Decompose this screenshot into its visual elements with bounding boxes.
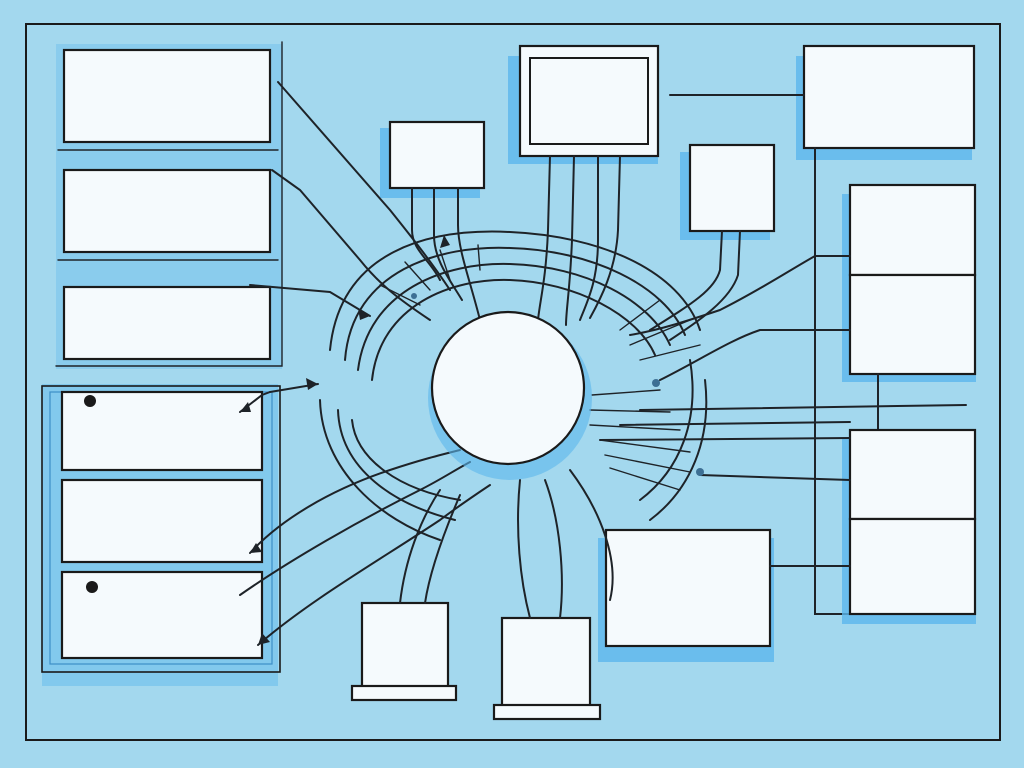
arrow-icon (358, 308, 370, 320)
bullet-dot-icon (86, 581, 98, 593)
left-group-top (55, 41, 283, 369)
arrow-icon (258, 633, 270, 645)
arrow-icon (250, 543, 262, 553)
arrow-icon (306, 378, 318, 390)
arrow-heads (240, 235, 704, 645)
left-box-5 (60, 478, 264, 564)
right-box-c (848, 428, 977, 521)
hub-circle (430, 310, 586, 466)
top-small-box (388, 120, 486, 190)
bullet-dot-icon (84, 395, 96, 407)
hub-wiring (239, 81, 967, 646)
left-box-2 (62, 168, 272, 254)
right-column (669, 44, 977, 624)
bottom-right-box (604, 528, 772, 648)
right-top-box (802, 44, 976, 150)
left-box-3 (62, 285, 272, 361)
arrow-icon (240, 402, 251, 412)
mid-right-small-box (688, 143, 776, 233)
monitor-screen (529, 57, 649, 145)
left-box-4 (60, 390, 264, 472)
right-box-a (848, 183, 977, 277)
bottom-boxes (350, 528, 851, 721)
right-box-b (848, 273, 977, 376)
bottom-mid-device (500, 616, 592, 708)
bottom-left-device (360, 601, 450, 689)
central-hub (428, 310, 592, 480)
right-box-d (848, 517, 977, 616)
bottom-left-base (350, 684, 458, 702)
top-center-boxes (380, 44, 776, 240)
bottom-mid-base (492, 703, 602, 721)
left-box-1 (62, 48, 272, 144)
outer-frame (25, 23, 1001, 741)
left-group-bottom (41, 384, 281, 686)
arrow-icon (440, 235, 450, 248)
